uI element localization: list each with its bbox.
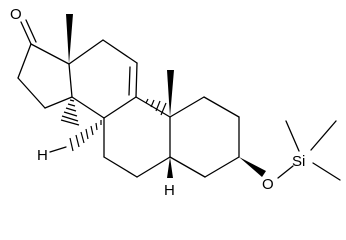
bond-si-methyl-right — [310, 120, 337, 151]
bond-si-methyl-up — [285, 120, 300, 152]
bond-c9-c8 — [103, 96, 137, 119]
bond-c17-o-1 — [20, 21, 32, 45]
bond-c17-c16 — [17, 43, 32, 79]
hydrogen-c5-label: H — [164, 182, 175, 199]
bond-c13-c12 — [68, 39, 104, 65]
ketone-group: O — [10, 6, 37, 45]
silicon-label: Si — [292, 153, 305, 170]
bond-c4-c5 — [169, 156, 206, 178]
hydrogen-c8-label: H — [37, 147, 48, 164]
c13-methyl-wedge — [66, 14, 73, 64]
ring-b — [103, 96, 171, 178]
c9-hash-bond — [145, 98, 167, 116]
bond-c5-c6 — [136, 156, 171, 178]
bond-c11-c9-double-a — [135, 62, 138, 98]
bond-c14-c13 — [68, 63, 73, 98]
bond-c9-c10 — [135, 96, 171, 118]
bond-c16-c15 — [17, 77, 46, 109]
ketone-oxygen-label: O — [10, 6, 22, 23]
ring-a — [169, 96, 240, 178]
bond-c10-c1 — [169, 96, 205, 118]
bond-o-si — [277, 165, 294, 179]
bond-c17-o-2 — [25, 19, 37, 43]
molecule-structure: O H — [10, 6, 341, 199]
bond-c15-c14 — [44, 96, 73, 109]
c5-h-wedge — [167, 157, 173, 178]
bond-si-methyl-down — [312, 162, 341, 181]
bond-c1-c2 — [203, 96, 240, 118]
bond-c6-c7 — [103, 156, 138, 178]
c10-methyl-wedge — [167, 70, 174, 117]
bond-c13-c17 — [30, 43, 70, 65]
c8-hash-bond — [69, 120, 102, 152]
c14-hash-bond — [60, 99, 80, 126]
bond-c11-c9-double-b — [128, 66, 131, 96]
ether-oxygen-label: O — [262, 176, 274, 193]
c3-oxygen-wedge — [239, 157, 266, 177]
ring-d — [17, 43, 73, 109]
bond-h-stub — [49, 146, 67, 153]
bond-c3-c4 — [204, 156, 240, 178]
bond-c8-c14 — [71, 96, 105, 119]
ring-c — [68, 39, 138, 119]
trimethylsilyl-group — [285, 120, 341, 181]
bond-c12-c11 — [102, 39, 138, 64]
